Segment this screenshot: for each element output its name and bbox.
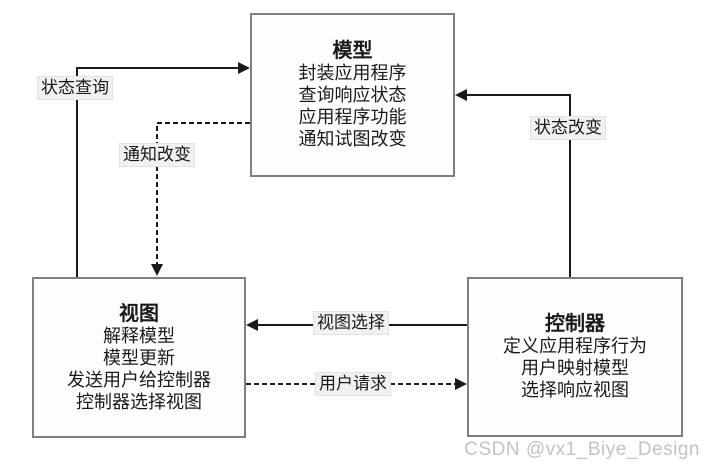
node-controller: 控制器 定义应用程序行为 用户映射模型 选择响应视图 bbox=[467, 277, 683, 437]
edge-label-user-request: 用户请求 bbox=[315, 372, 391, 396]
node-controller-line: 定义应用程序行为 bbox=[503, 336, 647, 356]
node-view-title: 视图 bbox=[119, 302, 159, 325]
node-model-line: 封装应用程序 bbox=[298, 63, 407, 83]
node-model-line: 应用程序功能 bbox=[298, 107, 407, 127]
node-view-line: 解释模型 bbox=[103, 325, 175, 346]
node-view: 视图 解释模型 模型更新 发送用户给控制器 控制器选择视图 bbox=[32, 277, 246, 438]
arrow-status-query bbox=[76, 62, 250, 277]
node-controller-title: 控制器 bbox=[545, 313, 605, 335]
node-view-line: 控制器选择视图 bbox=[76, 391, 202, 412]
node-model-line: 查询响应状态 bbox=[298, 85, 407, 105]
arrow-notify-change bbox=[151, 122, 250, 276]
node-view-line: 发送用户给控制器 bbox=[67, 369, 211, 390]
node-model: 模型 封装应用程序 查询响应状态 应用程序功能 通知试图改变 bbox=[250, 13, 455, 177]
node-model-title: 模型 bbox=[332, 40, 373, 62]
node-view-line: 模型更新 bbox=[103, 347, 175, 368]
edge-label-notify-change: 通知改变 bbox=[119, 143, 195, 167]
edge-label-view-selection: 视图选择 bbox=[313, 311, 389, 335]
edge-label-status-change: 状态改变 bbox=[530, 116, 606, 140]
node-model-line: 通知试图改变 bbox=[298, 129, 407, 149]
node-controller-line: 选择响应视图 bbox=[521, 380, 629, 400]
watermark: CSDN @vx1_Biye_Design bbox=[464, 439, 700, 460]
arrow-status-change bbox=[455, 89, 571, 277]
edge-label-status-query: 状态查询 bbox=[37, 76, 113, 100]
node-controller-line: 用户映射模型 bbox=[521, 358, 629, 378]
